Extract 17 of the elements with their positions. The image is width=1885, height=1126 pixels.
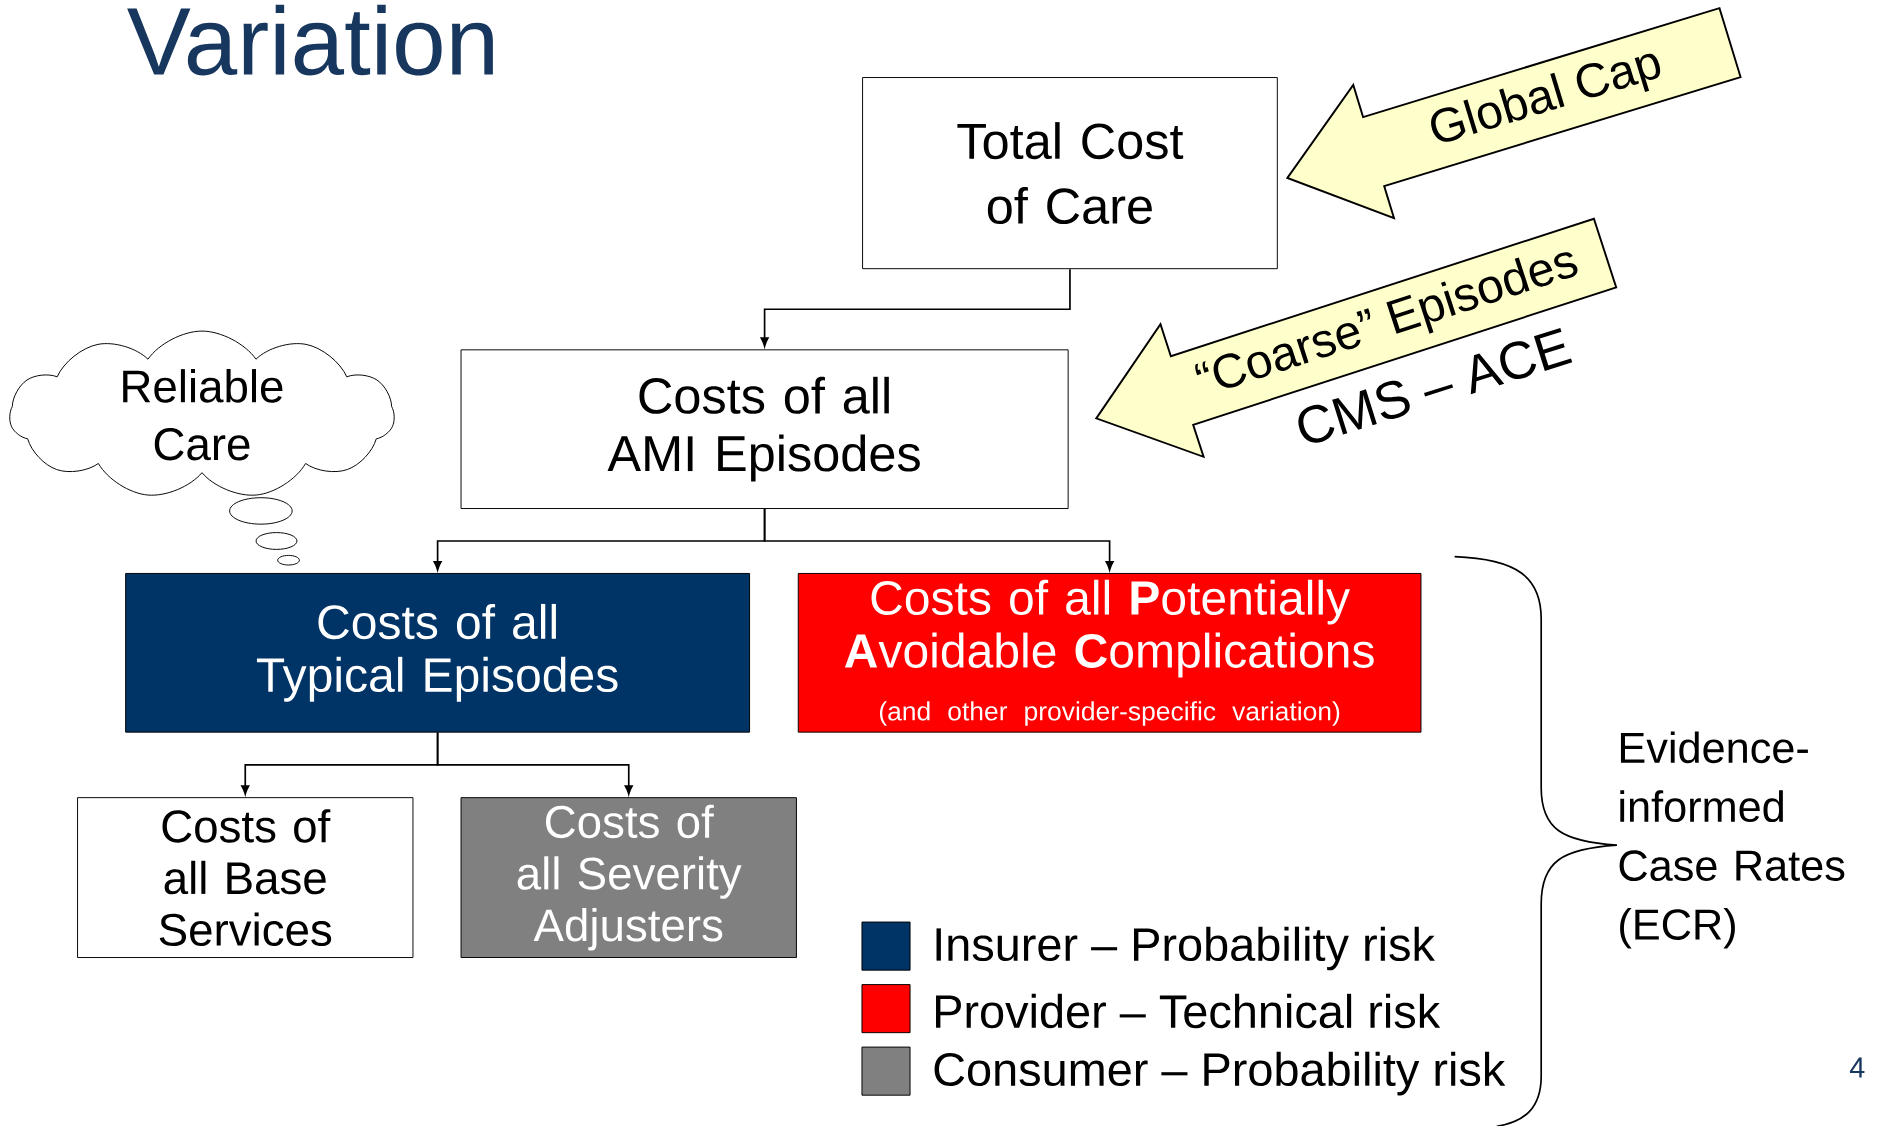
legend-label: Provider – Technical risk <box>936 993 1441 1029</box>
slide-title: Variation <box>127 4 493 76</box>
cost-box: Total Cost of Care <box>862 76 1278 269</box>
bracket-label: Evidence-informed Case Rates (ECR) <box>1619 731 1845 949</box>
cost-box: Costs of all Base Services <box>77 796 414 958</box>
thought-cloud: Reliable Care <box>9 330 395 496</box>
cost-box: Costs of all Potentially Avoidable Complications (and other provider-specific variation) <box>797 572 1422 733</box>
arrow <box>763 507 1114 571</box>
edge-label: Global Cap <box>1431 53 1661 142</box>
cost-box: Costs of all Severity Adjusters <box>460 796 797 958</box>
legend-label: Consumer – Probability risk <box>934 1051 1506 1096</box>
arrow <box>760 268 1071 347</box>
legend-label: Insurer – Probability risk <box>936 926 1435 971</box>
cost-box: Costs of all Typical Episodes <box>125 572 751 733</box>
page-number: 4 <box>1849 1057 1865 1078</box>
cost-box: Costs of all AMI Episodes <box>460 349 1069 509</box>
arrow <box>436 731 633 795</box>
